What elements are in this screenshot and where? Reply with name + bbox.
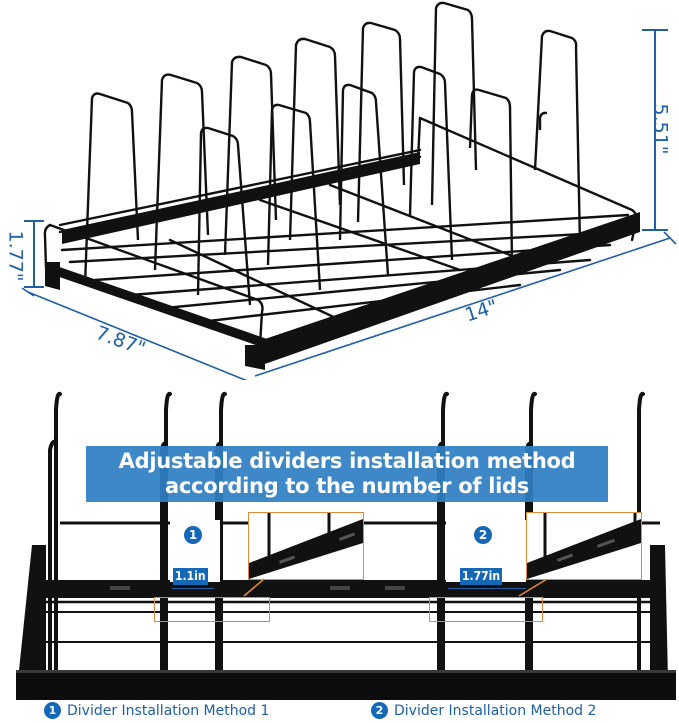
legend-badge-1: 1	[44, 702, 61, 719]
slot-detail-icon	[527, 513, 641, 579]
legend-label-1: Divider Installation Method 1	[67, 702, 270, 719]
method-1-detail-inset	[248, 512, 364, 580]
info-banner-background	[86, 446, 608, 502]
banner-line-2: according to the number of lids	[165, 474, 529, 498]
method-2-spacing-label: 1.77in	[460, 568, 503, 585]
method-2-highlight-box	[429, 597, 543, 622]
method-2-spacing-arrow	[448, 588, 526, 589]
rack-wireframe-icon	[43, 1, 640, 370]
rack-front-wireframe-icon	[16, 391, 676, 700]
banner-line-1: Adjustable dividers installation method	[118, 449, 576, 473]
rack-perspective-illustration: 5.51" 1.77" 7.87" 14"	[5, 1, 677, 380]
dimension-height-line	[654, 30, 656, 230]
dimension-diagonal-lines	[21, 231, 677, 380]
slot-detail-icon	[249, 513, 363, 579]
dimension-base-tick-bottom	[24, 286, 44, 288]
method-1-highlight-box	[154, 597, 270, 622]
method-1-spacing-arrow	[172, 588, 214, 589]
dimension-base-height-line	[33, 221, 35, 287]
dimension-height-tick-bottom	[642, 229, 668, 231]
rack-front-view-illustration	[0, 380, 679, 700]
method-1-badge: 1	[184, 526, 202, 544]
info-banner: Adjustable dividers installation method …	[86, 446, 608, 502]
dimension-height-tick-top	[642, 29, 668, 31]
method-2-badge: 2	[474, 526, 492, 544]
method-1-spacing-label: 1.1in	[173, 568, 208, 585]
legend-item-method-2: 2 Divider Installation Method 2	[371, 702, 596, 719]
legend-item-method-1: 1 Divider Installation Method 1	[44, 702, 269, 719]
dimension-base-tick-top	[24, 220, 44, 222]
method-2-detail-inset	[526, 512, 642, 580]
legend-badge-2: 2	[371, 702, 388, 719]
legend-label-2: Divider Installation Method 2	[394, 702, 597, 719]
